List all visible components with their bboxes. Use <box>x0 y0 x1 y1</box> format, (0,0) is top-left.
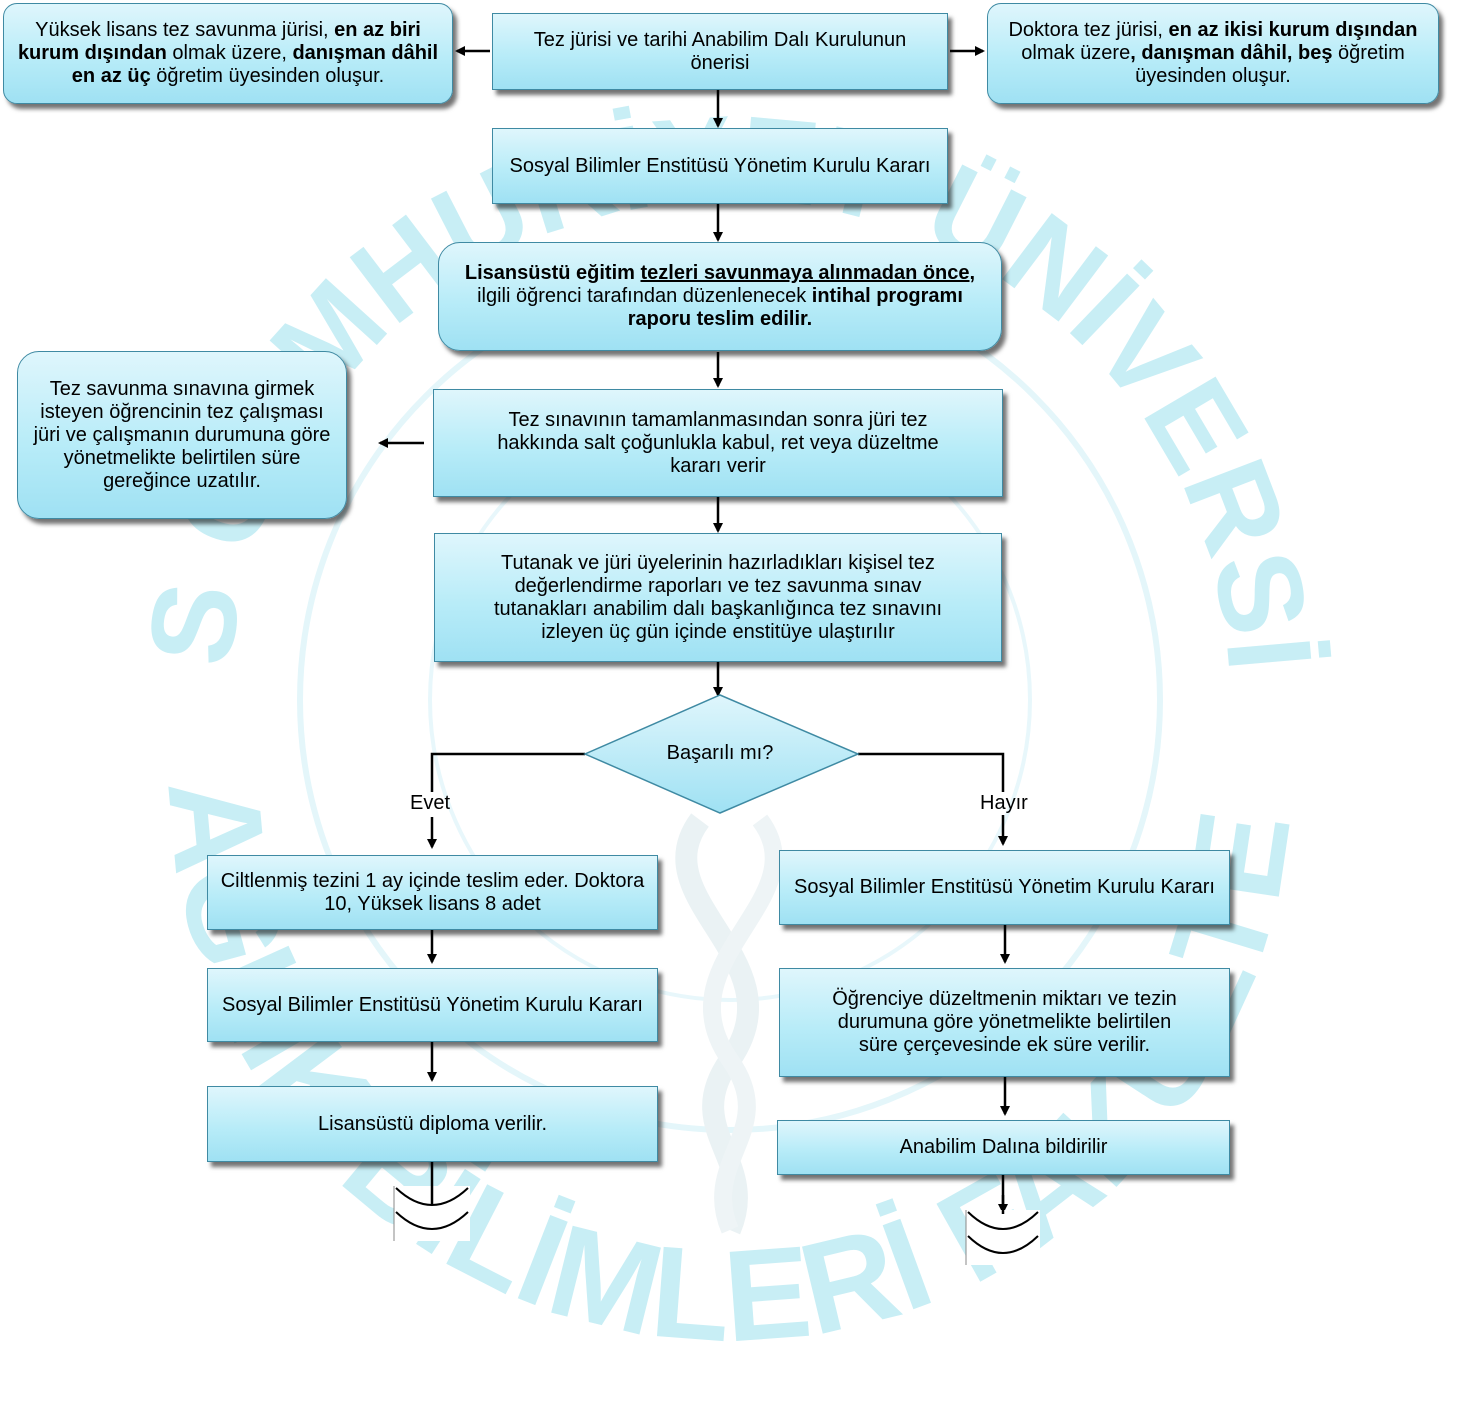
exam-result-text: Tez sınavının tamamlanmasından sonra jür… <box>497 408 939 477</box>
plagiarism-text: Lisansüstü eğitim tezleri savunmaya alın… <box>464 262 976 330</box>
board-decision-yes-text: Sosyal Bilimler Enstitüsü Yönetim Kurulu… <box>222 993 643 1016</box>
board-decision-no-box: Sosyal Bilimler Enstitüsü Yönetim Kurulu… <box>779 850 1230 925</box>
proposal-text: Tez jürisi ve tarihi Anabilim Dalı Kurul… <box>533 28 907 74</box>
phd-jury-text: Doktora tez jürisi, en az ikisi kurum dı… <box>1008 19 1418 87</box>
phd-jury-box: Doktora tez jürisi, en az ikisi kurum dı… <box>987 3 1439 104</box>
board-decision-yes-box: Sosyal Bilimler Enstitüsü Yönetim Kurulu… <box>207 968 658 1042</box>
extension-box: Tez savunma sınavına girmek isteyen öğre… <box>17 351 347 519</box>
branch-yes <box>430 752 585 792</box>
extension-text: Tez savunma sınavına girmek isteyen öğre… <box>33 377 331 492</box>
plagiarism-box: Lisansüstü eğitim tezleri savunmaya alın… <box>438 242 1002 351</box>
yes-label: Evet <box>410 792 451 814</box>
proposal-box: Tez jürisi ve tarihi Anabilim Dalı Kurul… <box>492 13 948 90</box>
masters-jury-text: Yüksek lisans tez savunma jürisi, en az … <box>17 19 439 87</box>
board-decision-1-text: Sosyal Bilimler Enstitüsü Yönetim Kurulu… <box>509 154 931 177</box>
additional-time-text: Öğrenciye düzeltmenin miktarı ve tezin d… <box>832 988 1177 1056</box>
no-label: Hayır <box>980 792 1028 814</box>
board-decision-no-text: Sosyal Bilimler Enstitüsü Yönetim Kurulu… <box>794 876 1215 898</box>
branch-no <box>858 752 1005 792</box>
bound-thesis-box: Ciltlenmiş tezini 1 ay içinde teslim ede… <box>207 855 658 930</box>
end-symbol-left <box>393 1186 470 1241</box>
diploma-box: Lisansüstü diploma verilir. <box>207 1086 658 1162</box>
diploma-text: Lisansüstü diploma verilir. <box>318 1112 547 1135</box>
additional-time-box: Öğrenciye düzeltmenin miktarı ve tezin d… <box>779 968 1230 1077</box>
decision-label: Başarılı mı? <box>666 742 774 764</box>
board-decision-1-box: Sosyal Bilimler Enstitüsü Yönetim Kurulu… <box>492 128 948 204</box>
reports-box: Tutanak ve jüri üyelerinin hazırladıklar… <box>434 533 1002 662</box>
exam-result-box: Tez sınavının tamamlanmasından sonra jür… <box>433 389 1003 497</box>
reports-text: Tutanak ve jüri üyelerinin hazırladıklar… <box>493 551 943 643</box>
notify-department-text: Anabilim Dalına bildirilir <box>899 1136 1108 1158</box>
notify-department-box: Anabilim Dalına bildirilir <box>777 1120 1230 1175</box>
masters-jury-box: Yüksek lisans tez savunma jürisi, en az … <box>3 3 453 104</box>
end-symbol-right <box>965 1210 1040 1265</box>
bound-thesis-text: Ciltlenmiş tezini 1 ay içinde teslim ede… <box>220 869 645 915</box>
